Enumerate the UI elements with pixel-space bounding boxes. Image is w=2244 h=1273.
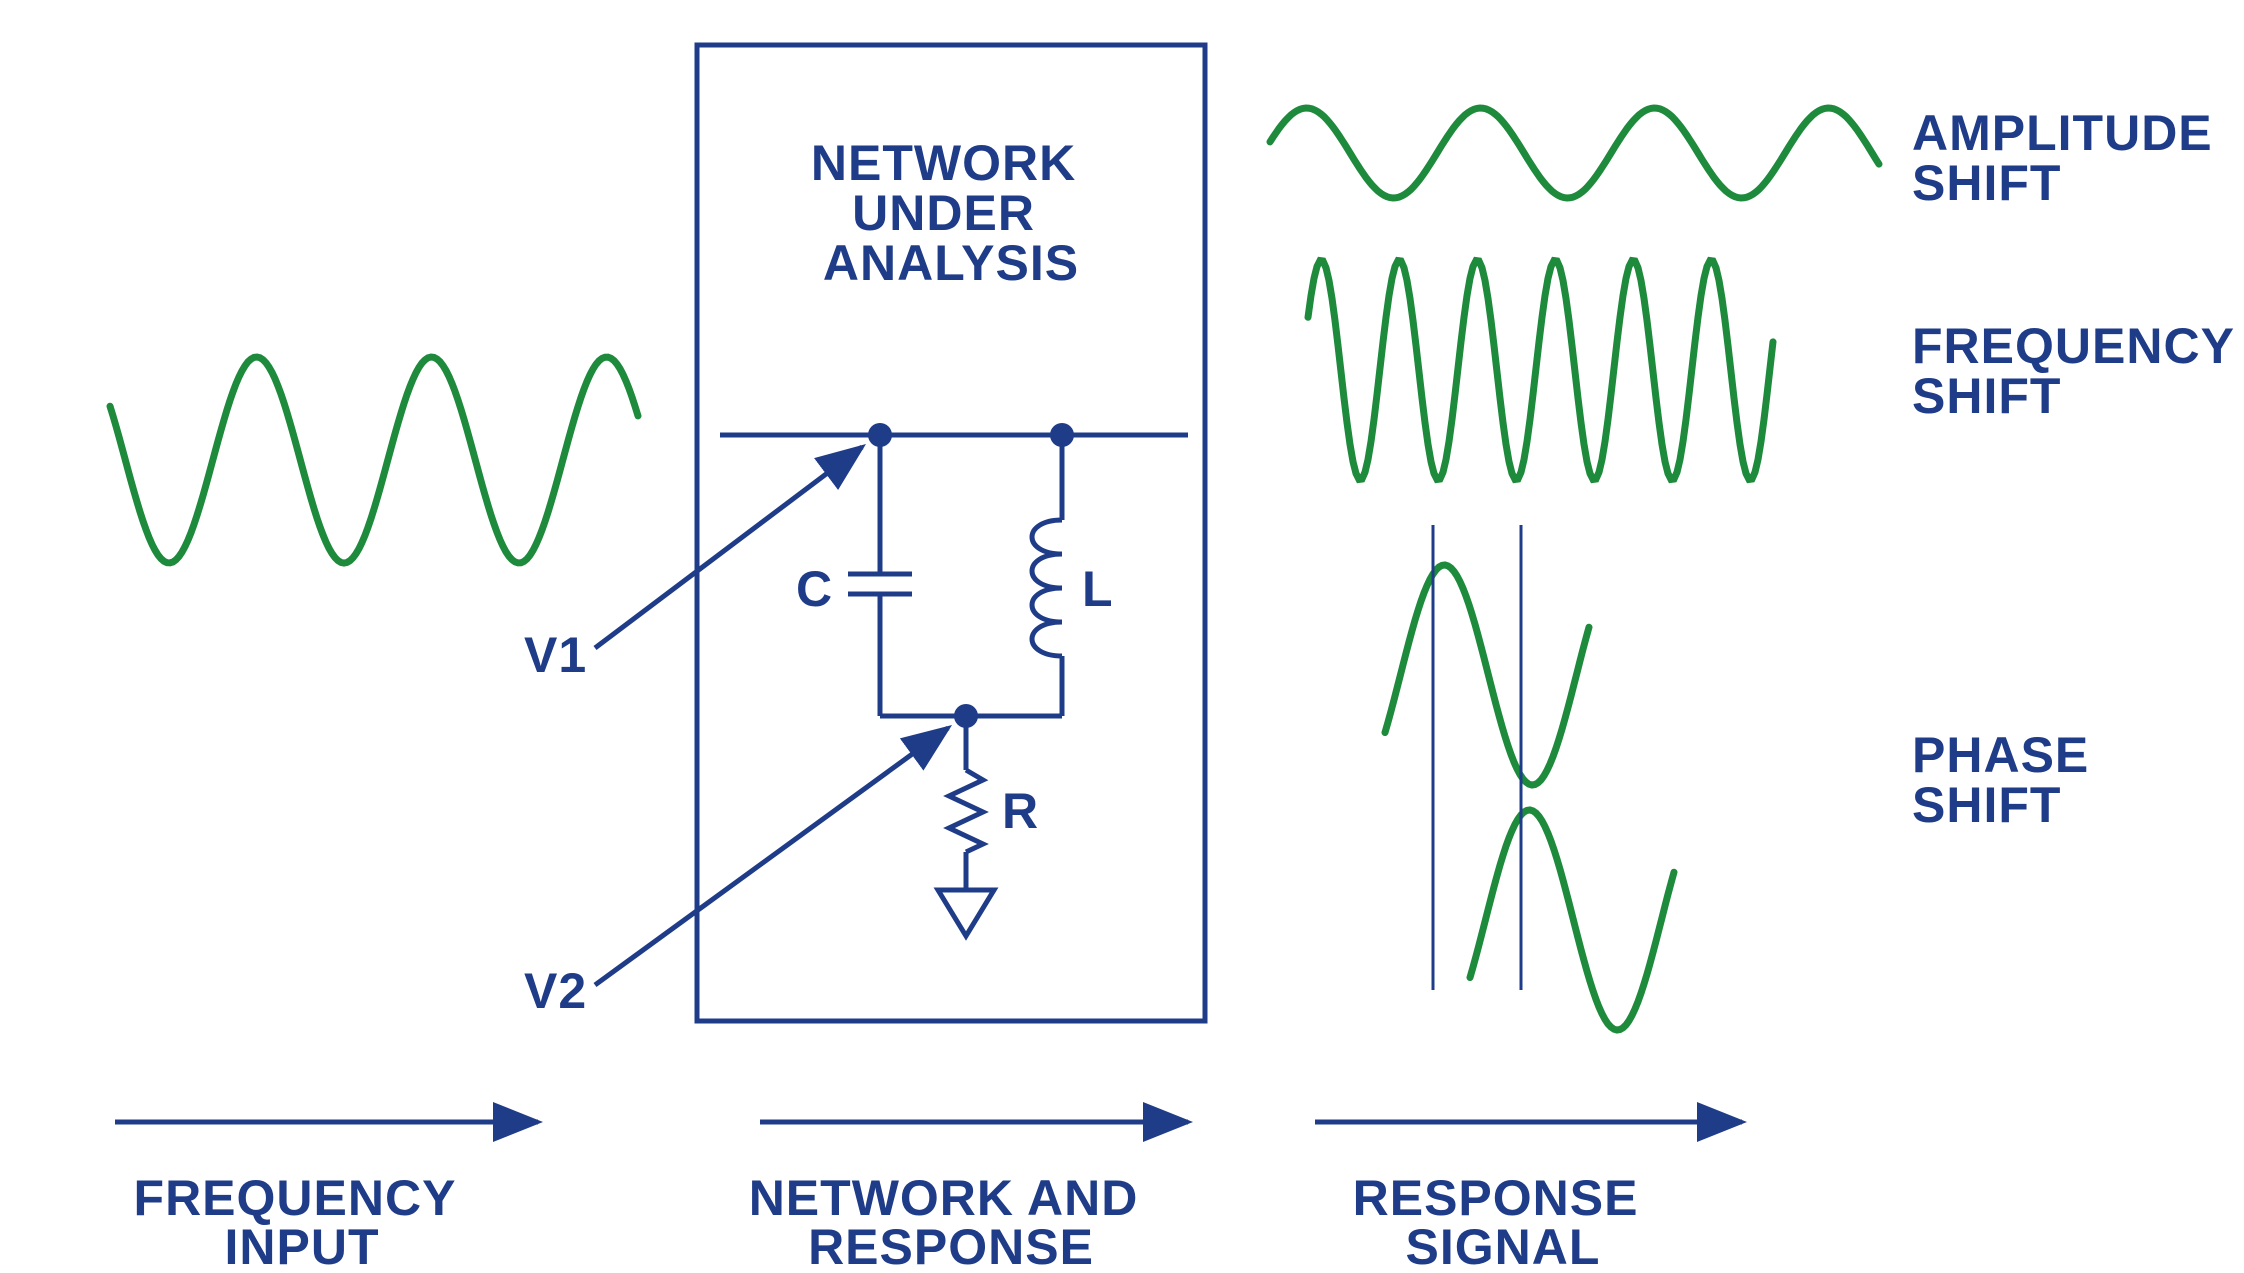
capacitor-label: C (796, 561, 833, 617)
inductor-label: L (1082, 561, 1114, 617)
v1-label: V1 (524, 627, 587, 683)
amplitude-shift-wave (1266, 104, 1883, 202)
resistor-zigzag (943, 767, 989, 855)
phase-reference-wave (1381, 561, 1593, 789)
phase-shift-label: PHASE SHIFT (1912, 727, 2104, 833)
network-title: NETWORK UNDER ANALYSIS (811, 135, 1091, 291)
node-v2 (954, 704, 978, 728)
v1-probe-arrow (593, 443, 866, 650)
inductor-coil (1029, 517, 1063, 659)
node-v1 (868, 423, 892, 447)
frequency-input-label: FREQUENCY INPUT (134, 1170, 471, 1273)
network-box (694, 42, 1208, 1024)
resistor-label: R (1002, 783, 1039, 839)
response-signal-label: RESPONSE SIGNAL (1353, 1170, 1654, 1273)
phase-shifted-wave (1466, 806, 1678, 1034)
frequency-shift-label: FREQUENCY SHIFT (1912, 318, 2244, 424)
network-and-response-label: NETWORK AND RESPONSE (749, 1170, 1154, 1273)
rlc-circuit (720, 432, 1188, 941)
amplitude-shift-label: AMPLITUDE SHIFT (1912, 105, 2228, 211)
node-top-right (1050, 423, 1074, 447)
v2-label: V2 (524, 963, 587, 1019)
input-sine-wave (106, 353, 642, 567)
circuit-nodes (868, 423, 1074, 728)
ground-symbol (933, 887, 999, 941)
v2-probe-arrow (593, 725, 953, 988)
frequency-shift-wave (1304, 256, 1777, 484)
